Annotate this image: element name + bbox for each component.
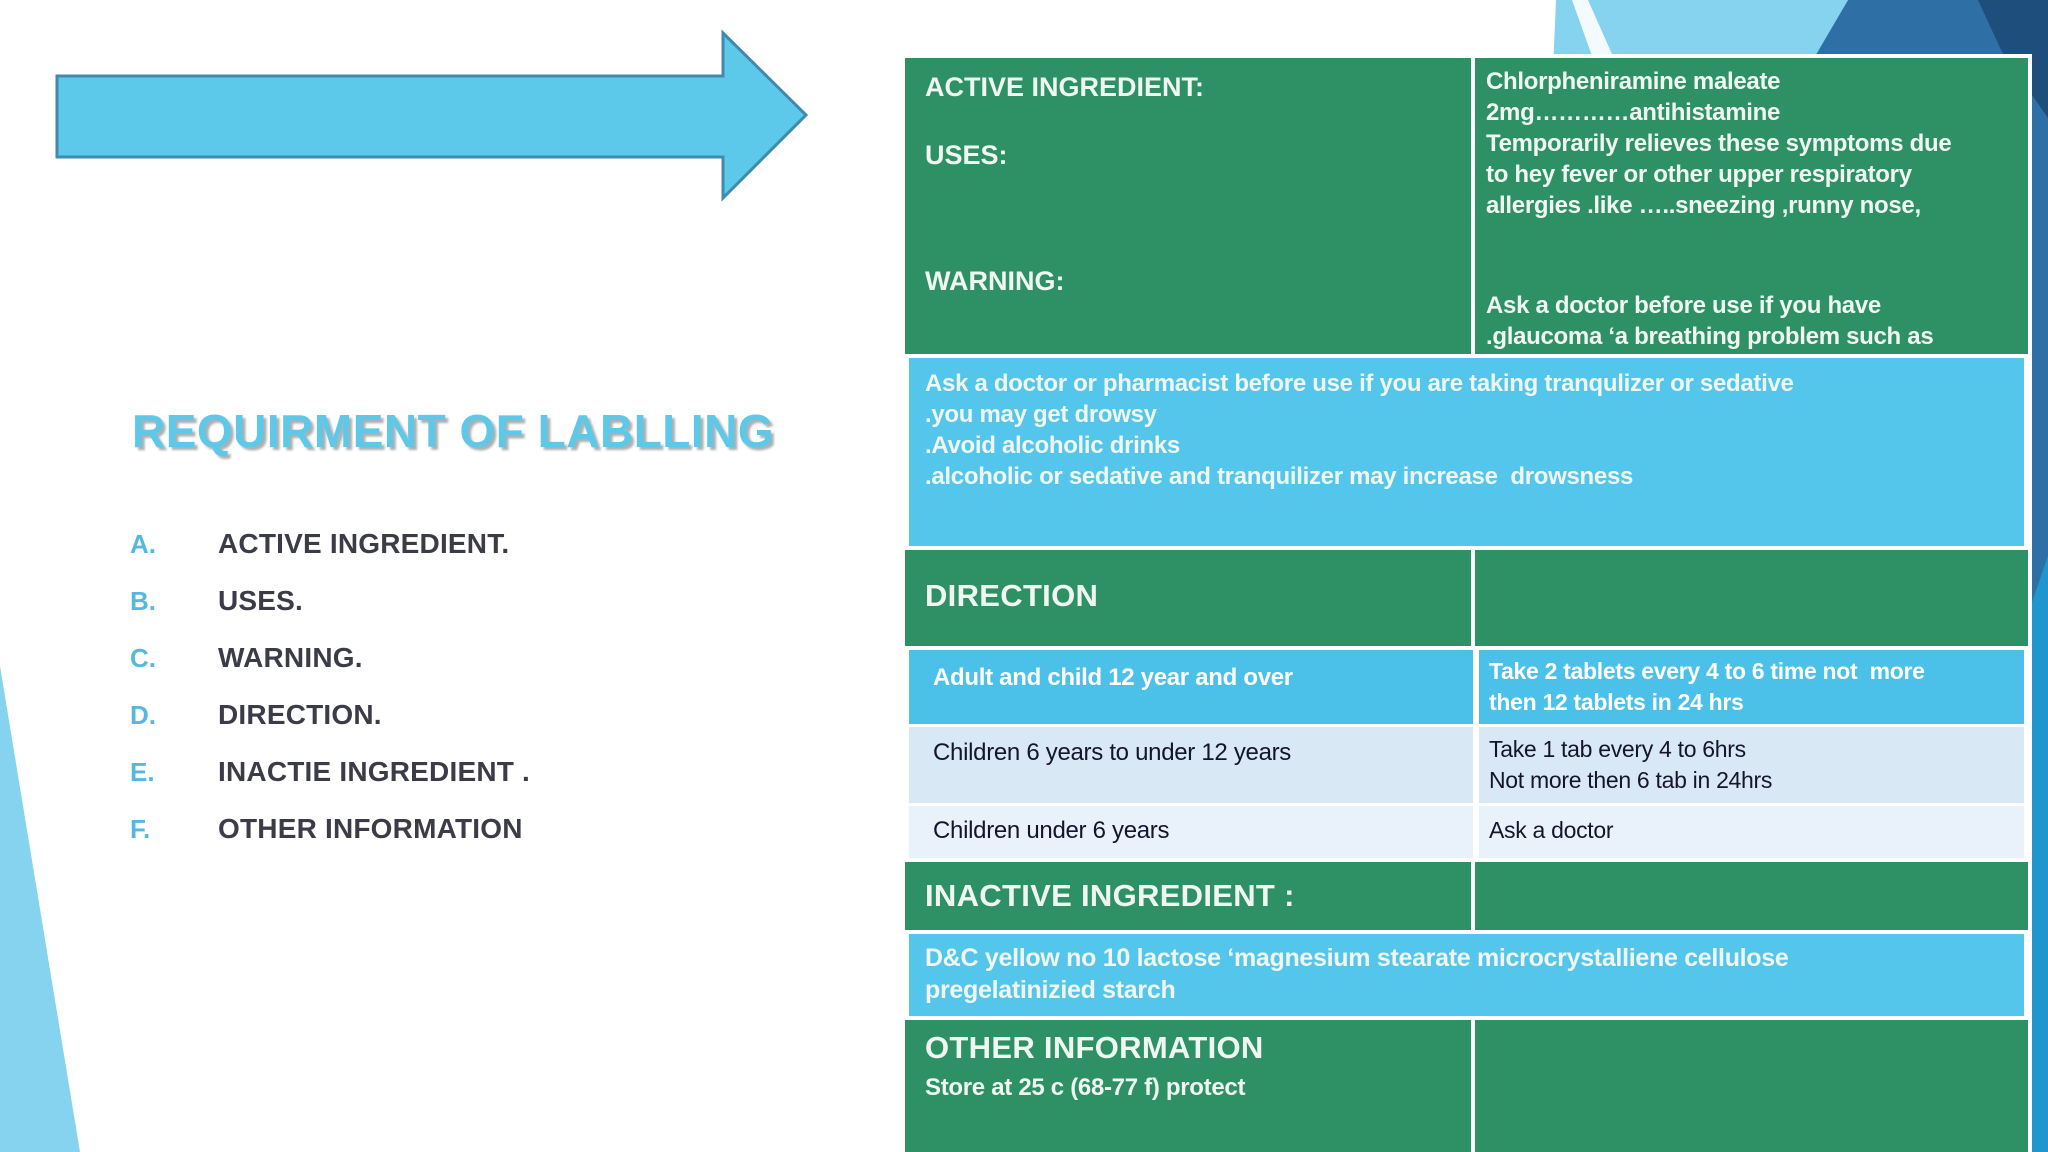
- column-divider: [1471, 550, 1475, 646]
- active-uses-text: Chlorpheniramine maleate 2mg…………antihist…: [1486, 66, 1952, 221]
- list-item: A. ACTIVE INGREDIENT.: [130, 528, 530, 585]
- warning-box-text: Ask a doctor or pharmacist before use if…: [909, 358, 2024, 492]
- list-label: USES.: [218, 585, 304, 616]
- active-ingredient-header: ACTIVE INGREDIENT:: [925, 72, 1205, 102]
- text-line: .you may get drowsy: [925, 401, 1157, 428]
- list-item: F. OTHER INFORMATION: [130, 813, 530, 870]
- text-line: 2mg…………antihistamine: [1486, 99, 1781, 126]
- arrow-shape: [55, 29, 809, 202]
- list-item: E. INACTIE INGREDIENT .: [130, 756, 530, 813]
- list-item: D. DIRECTION.: [130, 699, 530, 756]
- list-letter: E.: [130, 757, 155, 787]
- right-arrow-icon: [55, 29, 809, 202]
- direction-header: DIRECTION: [925, 578, 1099, 613]
- uses-header: USES:: [925, 140, 1008, 170]
- table-row-adult: [909, 650, 2024, 724]
- list-letter: F.: [130, 814, 151, 844]
- row-group-cell: Adult and child 12 year and over: [933, 664, 1293, 691]
- right-edge-cyan-strip: [2032, 556, 2048, 1152]
- list-item: C. WARNING.: [130, 642, 530, 699]
- storage-instruction: Store at 25 c (68-77 f) protect: [925, 1074, 1246, 1101]
- section-direction: [905, 550, 2028, 646]
- text-line: D&C yellow no 10 lactose ‘magnesium stea…: [925, 944, 1789, 972]
- column-divider: [1471, 1020, 1475, 1152]
- row-dose-cell: Ask a doctor: [1489, 817, 1614, 843]
- warning-highlight-box: Ask a doctor or pharmacist before use if…: [909, 358, 2024, 546]
- text-line: Take 1 tab every 4 to 6hrs: [1489, 736, 1746, 762]
- section-inactive-ingredient: [905, 862, 2028, 930]
- list-item: B. USES.: [130, 585, 530, 642]
- text-line: Take 2 tablets every 4 to 6 time not mor…: [1489, 658, 1925, 684]
- list-label: OTHER INFORMATION: [218, 813, 523, 844]
- text-line: Ask a doctor or pharmacist before use if…: [925, 370, 1794, 397]
- column-divider: [1471, 862, 1475, 930]
- text-line: Temporarily relieves these symptoms due: [1486, 130, 1952, 157]
- inactive-ingredient-header: INACTIVE INGREDIENT :: [925, 878, 1295, 913]
- text-line: Chlorpheniramine maleate: [1486, 68, 1781, 95]
- list-letter: A.: [130, 529, 156, 559]
- row-group-cell: Children under 6 years: [933, 817, 1170, 844]
- list-label: INACTIE INGREDIENT .: [218, 756, 531, 787]
- agenda-list: A. ACTIVE INGREDIENT. B. USES. C. WARNIN…: [130, 528, 530, 870]
- list-letter: B.: [130, 586, 156, 616]
- inactive-box-text: D&C yellow no 10 lactose ‘magnesium stea…: [909, 934, 2024, 1006]
- row-group-cell: Children 6 years to under 12 years: [933, 739, 1292, 766]
- list-label: WARNING.: [218, 642, 363, 673]
- text-line: .alcoholic or sedative and tranquilizer …: [925, 463, 1634, 490]
- right-edge-steel-strip: [2032, 138, 2048, 608]
- text-line: Not more then 6 tab in 24hrs: [1489, 767, 1773, 793]
- section-other-information: [905, 1020, 2028, 1152]
- text-line: allergies .like …..sneezing ,runny nose,: [1486, 192, 1921, 219]
- table-row-children-6-12: [909, 727, 2024, 803]
- list-label: ACTIVE INGREDIENT.: [218, 528, 510, 559]
- row-dose-cell: Take 1 tab every 4 to 6hrs Not more then…: [1489, 734, 1772, 796]
- text-line: .glaucoma ‘a breathing problem such as: [1486, 323, 1934, 350]
- list-letter: D.: [130, 700, 156, 730]
- inactive-highlight-box: D&C yellow no 10 lactose ‘magnesium stea…: [909, 934, 2024, 1016]
- section-active-uses-warning: [905, 58, 2028, 354]
- list-letter: C.: [130, 643, 156, 673]
- text-line: pregelatinizied starch: [925, 976, 1176, 1004]
- row-dose-cell: Take 2 tablets every 4 to 6 time not mor…: [1489, 656, 1925, 718]
- warning-doctor-text: Ask a doctor before use if you have .gla…: [1486, 290, 1934, 352]
- page-title: REQUIRMENT OF LABLLING: [132, 405, 775, 457]
- other-information-header: OTHER INFORMATION: [925, 1030, 1264, 1065]
- text-line: to hey fever or other upper respiratory: [1486, 161, 1912, 188]
- rows-column-divider: [1473, 650, 1479, 858]
- warning-header: WARNING:: [925, 266, 1065, 296]
- bottom-left-triangle: [0, 666, 80, 1152]
- text-line: then 12 tablets in 24 hrs: [1489, 689, 1744, 715]
- text-line: Ask a doctor before use if you have: [1486, 292, 1881, 319]
- table-row-children-under-6: [909, 806, 2024, 858]
- list-label: DIRECTION.: [218, 699, 382, 730]
- text-line: .Avoid alcoholic drinks: [925, 432, 1180, 459]
- column-divider: [1471, 58, 1475, 354]
